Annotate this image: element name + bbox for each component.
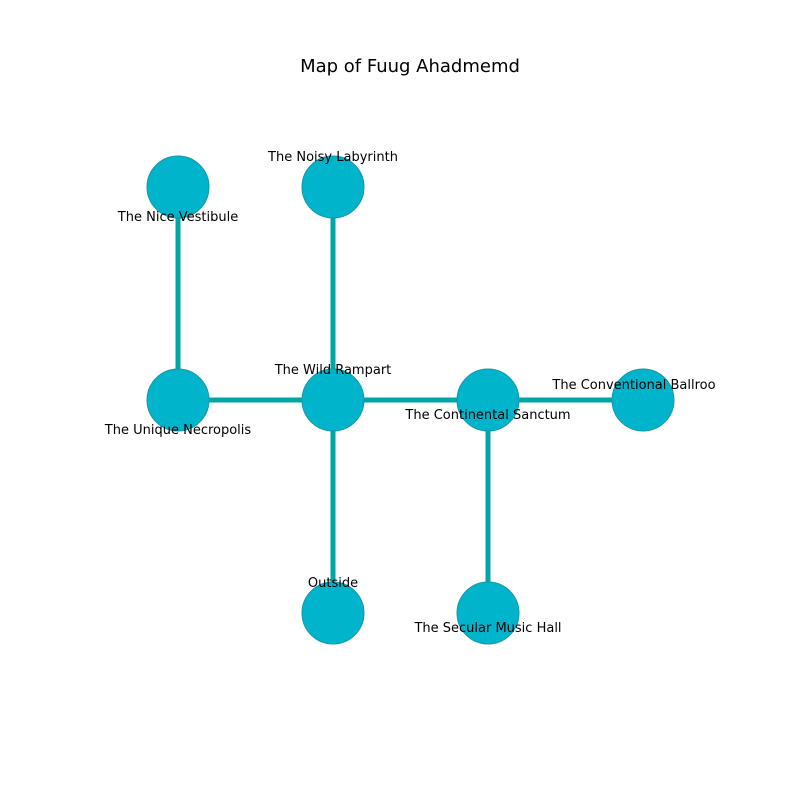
node-label-conventional-ballroom: The Conventional Ballroo xyxy=(551,378,715,393)
map-title: Map of Fuug Ahadmemd xyxy=(300,56,520,77)
node-label-continental-sanctum: The Continental Sanctum xyxy=(404,408,570,423)
node-unique-necropolis xyxy=(146,368,210,432)
node-label-unique-necropolis: The Unique Necropolis xyxy=(104,423,252,438)
node-wild-rampart xyxy=(301,368,365,432)
node-label-secular-music-hall: The Secular Music Hall xyxy=(413,621,561,636)
node-label-wild-rampart: The Wild Rampart xyxy=(274,363,392,378)
nodes-layer xyxy=(146,155,675,645)
node-noisy-labyrinth xyxy=(301,155,365,219)
node-label-outside: Outside xyxy=(308,576,358,591)
node-secular-music-hall xyxy=(456,581,520,645)
node-outside xyxy=(301,581,365,645)
node-continental-sanctum xyxy=(456,368,520,432)
labels-layer: The Nice Vestibule The Noisy LabyrinthThe… xyxy=(104,150,716,636)
node-conventional-ballroom xyxy=(611,368,675,432)
edges-layer xyxy=(175,187,643,613)
node-label-noisy-labyrinth: The Noisy Labyrinth xyxy=(267,150,398,165)
node-nice-vestibule xyxy=(146,155,210,219)
node-label-nice-vestibule: The Nice Vestibule xyxy=(117,210,238,225)
